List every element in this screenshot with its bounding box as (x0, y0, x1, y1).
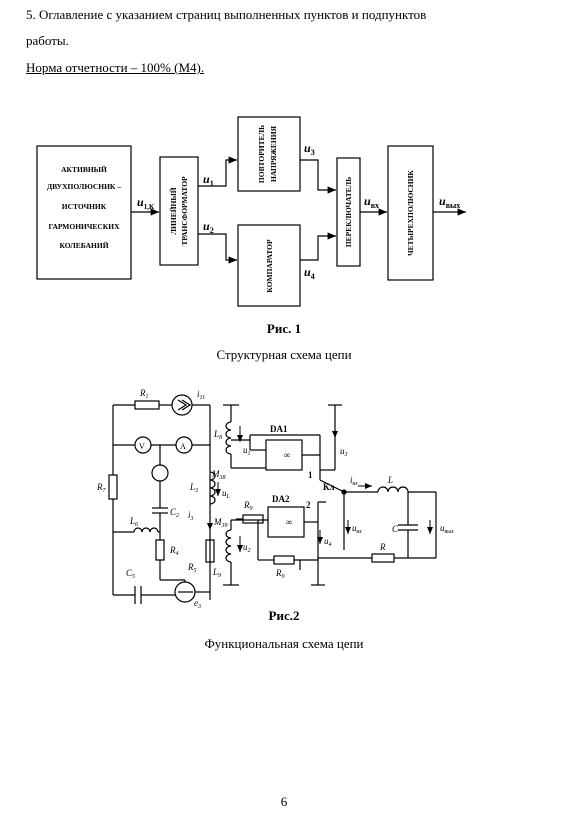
source-mid (151, 464, 169, 482)
figure1-caption-subtitle: Структурная схема цепи (216, 347, 352, 362)
comparator-label: КОМПАРАТОР (265, 239, 274, 293)
label-r7: R7 (96, 482, 107, 494)
label-v: V (139, 442, 145, 451)
signal-uvx: uвх (364, 194, 379, 210)
quadripole-block (387, 145, 434, 281)
label-c2: C2 (170, 507, 179, 519)
resistor-r4 (155, 539, 165, 561)
label-node-1: 1 (308, 470, 313, 480)
signal-u4: u4 (304, 265, 315, 281)
label-r9a: R9 (243, 500, 253, 512)
source-label-1: АКТИВНЫЙ (61, 165, 107, 174)
label-da2: DA2 (272, 494, 290, 504)
label-r1: R1 (139, 388, 149, 400)
label-u3: u3 (340, 446, 348, 458)
label-r4: R4 (169, 545, 179, 557)
label-c5: C5 (126, 568, 135, 580)
transformer-label-1: ЛИНЕЙНЫЙ (169, 187, 178, 234)
resistor-r1 (134, 400, 160, 410)
label-l9: L9 (212, 567, 221, 579)
resistor-r9a (242, 514, 264, 524)
page-number: 6 (280, 794, 288, 809)
source-label-5: КОЛЕБАНИЙ (59, 241, 108, 250)
label-c: C (392, 524, 399, 534)
label-r: R (379, 542, 386, 552)
figure2-caption-title: Рис.2 (268, 608, 300, 623)
label-m38: M38 (211, 469, 226, 481)
label-uvx: uвх (352, 523, 362, 535)
signal-uin: u1,К (137, 195, 155, 211)
label-u1: u1 (243, 445, 251, 457)
label-i3: i3 (188, 510, 194, 522)
signal-uvyx: uвых (439, 194, 460, 210)
repeater-label-2: НАПРЯЖЕНИЯ (269, 125, 278, 182)
label-e3: e3 (194, 598, 201, 610)
repeater-label-1: ПОВТОРИТЕЛЬ (257, 125, 266, 183)
label-i11: i11 (197, 389, 205, 401)
inductor-l6 (133, 527, 159, 533)
signal-u3: u3 (304, 141, 315, 157)
inductor-l3 (209, 471, 216, 505)
resistor-r5 (205, 539, 215, 563)
label-ivx: iвх (350, 475, 358, 487)
signal-u1: u1 (203, 172, 214, 188)
inductor-l (377, 486, 409, 493)
switch-label: ПЕРЕКЛЮЧАТЕЛЬ (344, 177, 353, 247)
label-da1: DA1 (270, 424, 288, 434)
transformer-block (159, 156, 199, 266)
figure1-caption-title: Рис. 1 (266, 321, 302, 336)
source-label-3: ИСТОЧНИК (62, 202, 107, 211)
label-kl: Кл (323, 482, 335, 492)
label-m39: M39 (213, 517, 228, 529)
signal-u2: u2 (203, 219, 214, 235)
norm-line: Норма отчетности – 100% (М4). (26, 60, 205, 75)
label-r9b: R9 (275, 568, 285, 580)
label-inf-1: ∞ (284, 450, 290, 460)
quadripole-label: ЧЕТЫРЕХПОЛЮСНИК (406, 170, 415, 256)
label-r5: R5 (187, 562, 197, 574)
inductor-l9 (225, 529, 232, 563)
label-inf-2: ∞ (286, 517, 292, 527)
source-label-4: ГАРМОНИЧЕСКИХ (48, 222, 120, 231)
label-l8: L8 (213, 429, 222, 441)
label-uvyx: uвых (440, 523, 454, 535)
resistor-r7 (108, 474, 118, 500)
comparator-block (237, 224, 301, 307)
source-label-2: ДВУХПОЛЮСНИК – (47, 182, 121, 191)
inductor-l8 (225, 421, 232, 455)
paragraph-line-2: работы. (26, 33, 69, 48)
label-ul: uL (222, 488, 231, 500)
resistor-r (371, 553, 395, 563)
paragraph-line-1: 5. Оглавление с указанием страниц выполн… (26, 7, 427, 22)
resistor-r9b (273, 555, 295, 565)
figure2-caption-subtitle: Функциональная схема цепи (204, 636, 364, 651)
circuit-diagram: R1 i11 V A R7 L6 C2 R4 R5 C5 e3 L8 u1 M3… (96, 388, 454, 610)
label-l: L (387, 475, 393, 485)
label-a: A (180, 442, 186, 451)
repeater-block (237, 116, 301, 192)
label-l3: L3 (189, 482, 198, 494)
label-u2: u2 (243, 542, 251, 554)
label-l6: L6 (129, 516, 138, 528)
label-u4: u4 (324, 536, 332, 548)
label-node-2: 2 (306, 500, 311, 510)
block-diagram: АКТИВНЫЙ ДВУХПОЛЮСНИК – ИСТОЧНИК ГАРМОНИ… (36, 116, 466, 307)
transformer-label-2: ТРАНСФОРМАТОР (180, 176, 189, 246)
